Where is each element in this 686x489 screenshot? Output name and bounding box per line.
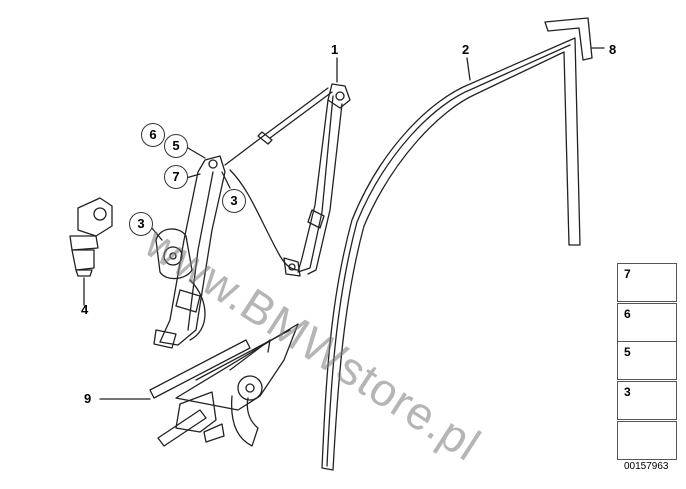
- callout-5: 5: [164, 134, 188, 158]
- callout-1: 1: [331, 42, 339, 57]
- callout-4: 4: [81, 302, 89, 317]
- legend-number: 6: [624, 307, 631, 321]
- callout-6: 6: [141, 123, 165, 147]
- window-regulator: [224, 83, 351, 277]
- rear-window-lifter: [99, 323, 299, 447]
- legend-item-3: 3: [617, 381, 677, 420]
- window-guide-rail: [321, 37, 581, 471]
- callout-7: 7: [164, 165, 188, 189]
- legend-item-5: 5: [617, 341, 677, 380]
- legend-number: 5: [624, 345, 631, 359]
- legend-item-6: 6: [617, 303, 677, 342]
- corner-seal-piece: [544, 17, 605, 61]
- legend-arrow-box: [617, 421, 677, 460]
- legend-number: 7: [624, 267, 631, 281]
- callout-2: 2: [462, 42, 470, 57]
- callout-8: 8: [609, 42, 617, 57]
- callout-3-regulator: 3: [222, 189, 246, 213]
- legend-number: 3: [624, 385, 631, 399]
- regulator-carrier: [153, 155, 226, 349]
- legend-item-7: 7: [617, 263, 677, 302]
- drive-motor: [69, 197, 113, 306]
- callout-3-motor: 3: [129, 212, 153, 236]
- document-number: 00157963: [624, 461, 669, 472]
- callout-9: 9: [84, 391, 92, 406]
